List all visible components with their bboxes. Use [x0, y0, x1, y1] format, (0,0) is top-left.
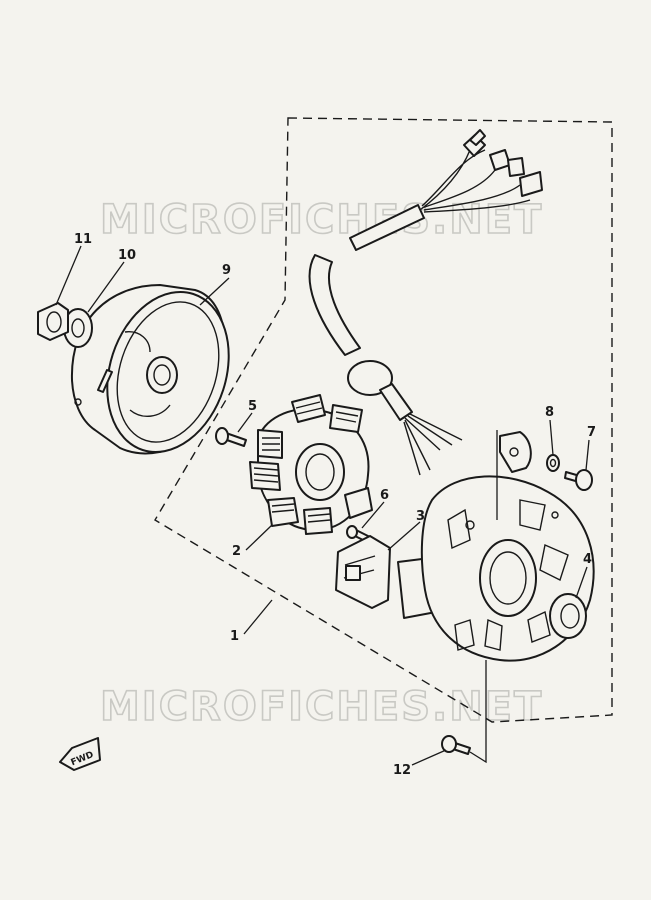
callout-11: 11	[74, 232, 92, 247]
guide-line-screw-12	[469, 660, 487, 764]
screw-5	[215, 427, 247, 447]
clamp-plate	[499, 431, 532, 473]
oil-seal	[549, 593, 587, 639]
watermark-top: MICROFICHES.NET	[100, 197, 543, 243]
leader-line-2	[245, 524, 273, 551]
callout-3: 3	[416, 509, 425, 524]
leader-line-7	[585, 439, 590, 471]
callout-9: 9	[222, 263, 231, 278]
screw-12	[441, 735, 471, 755]
callout-8: 8	[545, 405, 554, 420]
leader-line-5	[237, 412, 253, 433]
leader-line-12	[411, 749, 447, 766]
callout-2: 2	[232, 544, 241, 559]
callout-12: 12	[393, 763, 411, 778]
watermark-bottom: MICROFICHES.NET	[100, 684, 543, 730]
rotor-flywheel	[70, 284, 230, 455]
washer-8	[546, 454, 560, 472]
leader-line-6	[361, 501, 385, 529]
leader-line-9	[199, 277, 230, 306]
washer-10	[63, 308, 93, 348]
leader-line-8	[549, 419, 554, 456]
leader-line-11	[55, 245, 82, 306]
callout-7: 7	[587, 425, 596, 440]
leader-line-1	[243, 599, 273, 635]
assembly-boundary	[154, 117, 613, 723]
callout-5: 5	[248, 399, 257, 414]
nut-11	[37, 302, 69, 341]
screw-7	[564, 469, 593, 491]
callout-6: 6	[380, 488, 389, 503]
leader-line-3	[387, 521, 421, 551]
callout-10: 10	[118, 248, 136, 263]
fwd-direction-marker: FWD	[59, 737, 101, 771]
leader-line-10	[87, 261, 125, 313]
callout-4: 4	[583, 552, 592, 567]
stator-coil	[249, 394, 373, 535]
callout-1: 1	[230, 629, 239, 644]
leader-line-4	[575, 566, 588, 599]
pickup-coil	[335, 535, 437, 619]
wire-harness	[308, 129, 543, 476]
